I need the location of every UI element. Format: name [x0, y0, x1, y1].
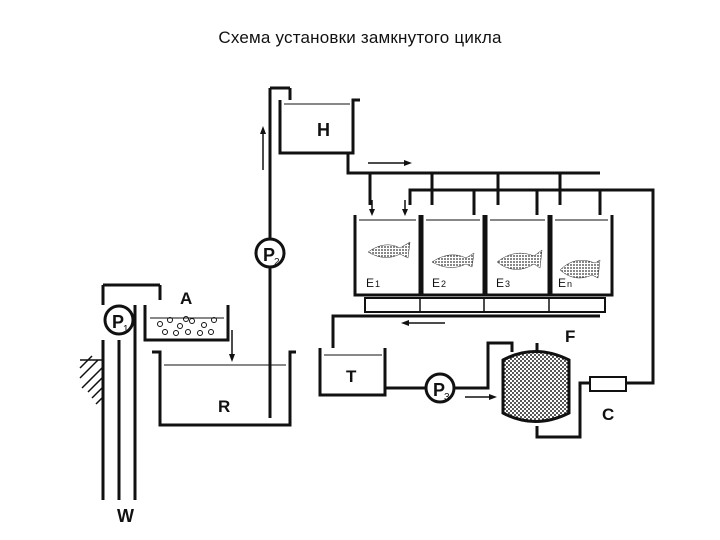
- tank-t: [318, 348, 387, 397]
- reservoir-tank: [152, 350, 296, 427]
- fish-tank-e3-label: E: [496, 276, 504, 290]
- pump-p3-icon: [424, 372, 456, 404]
- aerator-bubbles: [157, 316, 217, 336]
- aerator-tank: [143, 305, 233, 358]
- pump-p2-label: P: [263, 245, 275, 265]
- well-label: W: [117, 506, 134, 526]
- collecting-pipe: [331, 297, 606, 348]
- fish-tank-e3: [484, 215, 551, 297]
- fish-tank-en-sub: n: [567, 279, 572, 289]
- fish-tank-e3-sub: 3: [505, 279, 510, 289]
- pump-p3-label: P: [433, 380, 445, 400]
- fish-tank-e1-label: E: [366, 276, 374, 290]
- aerator-label: A: [180, 289, 192, 308]
- filter-label: F: [565, 327, 575, 346]
- fish-tank-e1: [353, 215, 422, 297]
- fish-tank-en: [549, 215, 614, 297]
- fish-tank-e2-label: E: [432, 276, 440, 290]
- header-tank: [278, 98, 360, 155]
- pump-p1-label: P: [112, 312, 124, 332]
- fish-tank-e1-sub: 1: [375, 279, 380, 289]
- pump-p2-sub: 2: [274, 257, 280, 268]
- fish-tank-e2-sub: 2: [441, 279, 446, 289]
- tank-t-label: T: [346, 367, 357, 386]
- pipe-to-filter: [385, 341, 514, 390]
- pump-p1-sub: 1: [123, 324, 129, 335]
- fish-tank-e2: [420, 215, 486, 297]
- pump-p3-sub: 3: [444, 392, 450, 403]
- reservoir-label: R: [218, 397, 230, 416]
- well-pipes: [101, 283, 162, 500]
- flow-arrows: [229, 126, 497, 400]
- header-tank-label: H: [317, 120, 330, 140]
- component-c-icon: [589, 376, 627, 392]
- filter-vessel: [501, 343, 590, 439]
- return-pipe: [408, 188, 655, 385]
- pump-p2-icon: [254, 237, 286, 269]
- fish-tank-en-label: E: [558, 276, 566, 290]
- component-c-label: C: [602, 405, 614, 424]
- ground-hatch: [79, 355, 104, 405]
- page-title: Схема установки замкнутого цикла: [218, 28, 502, 47]
- pump-p1-icon: [103, 304, 135, 336]
- fish-icons: [367, 241, 601, 279]
